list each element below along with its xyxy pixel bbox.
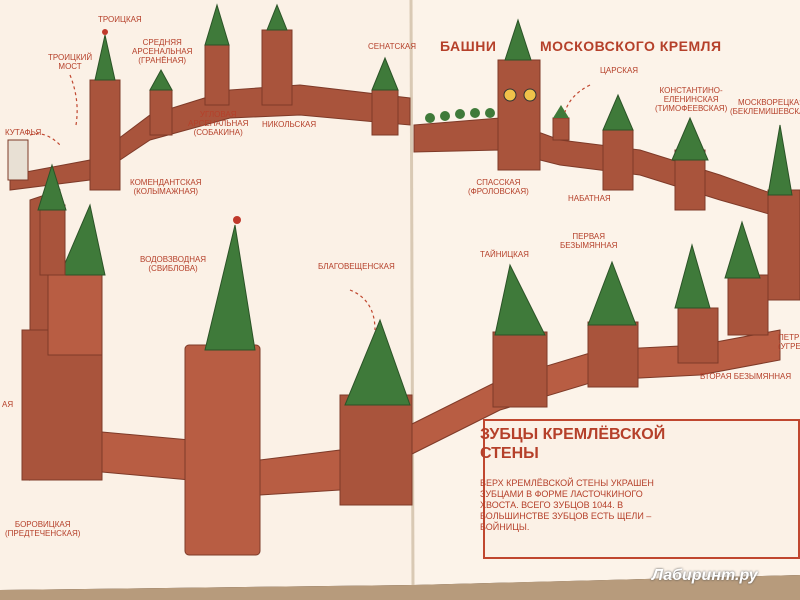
moskvoretskaya-tower [767, 124, 800, 301]
senatskaya-tower [371, 56, 399, 136]
label-kutafya: КУТАФЬЯ [5, 128, 42, 137]
petrovskaya-tower [724, 220, 769, 336]
info-box [483, 419, 800, 559]
nikolskaya-tower [261, 3, 293, 106]
page-title-part1: БАШНИ [440, 38, 497, 54]
label-pointers [29, 74, 591, 331]
label-konstantino-eleninskaya: КОНСТАНТИНО- ЕЛЕНИНСКАЯ (ТИМОФЕЕВСКАЯ) [655, 86, 728, 113]
spasskaya-tower [497, 18, 541, 171]
kutafya-tower [7, 139, 29, 181]
trees [425, 108, 495, 123]
nabatnaya-tower [671, 116, 709, 211]
taynitskaya-tower [492, 263, 548, 408]
label-borovitskaya: БОРОВИЦКАЯ (ПРЕДТЕЧЕНСКАЯ) [5, 520, 81, 538]
label-petrovskaya: ПЕТР (УГРЕ [778, 333, 800, 351]
pervaya-bezymyannaya-tower [587, 260, 639, 388]
label-senatskaya: СЕНАТСКАЯ [368, 42, 417, 51]
page-edge [0, 575, 800, 600]
label-taynitskaya: ТАЙНИЦКАЯ [480, 250, 529, 259]
komendantskaya-tower [37, 163, 67, 276]
label-srednyaya-arsenalnaya: СРЕДНЯЯ АРСЕНАЛЬНАЯ (ГРАНЁНАЯ) [132, 38, 193, 65]
watermark: Лабиринт.ру [652, 567, 758, 584]
label-vtoraya-bezymyannaya: ВТОРАЯ БЕЗЫМЯННАЯ [700, 372, 792, 381]
label-vodovzvodnaya: ВОДОВЗВОДНАЯ (СВИБЛОВА) [140, 255, 207, 273]
book-gutter [409, 0, 415, 586]
label-spasskaya: СПАССКАЯ (ФРОЛОВСКАЯ) [468, 178, 529, 196]
label-nikolskaya: НИКОЛЬСКАЯ [262, 120, 317, 129]
label-nabatnaya: НАБАТНАЯ [568, 194, 611, 203]
label-moskvoretskaya: МОСКВОРЕЦКАЯ (БЕКЛЕМИШЕВСКАЯ) [730, 98, 800, 116]
label-troitsky-most: ТРОИЦКИЙ МОСТ [48, 53, 93, 71]
label-partial-left: АЯ [2, 400, 14, 409]
vtoraya-bezymyannaya-tower [674, 243, 719, 364]
label-troitskaya: ТРОИЦКАЯ [98, 15, 142, 24]
label-komendantskaya: КОМЕНДАНТСКАЯ (КОЛЫМАЖНАЯ) [130, 178, 202, 196]
label-uglovaya-arsenalnaya: УГЛОВАЯ АРСЕНАЛЬНАЯ (СОБАКИНА) [188, 110, 249, 137]
info-box-title: ЗУБЦЫ КРЕМЛЁВСКОЙ СТЕНЫ [480, 426, 666, 462]
borovitskaya-tower [21, 203, 106, 481]
label-pervaya-bezymyannaya: ПЕРВАЯ БЕЗЫМЯННАЯ [560, 232, 618, 250]
blagoveshchenskaya-tower [339, 318, 413, 506]
tsarskaya-tower [552, 105, 570, 141]
uglovaya-arsenalnaya-tower [204, 3, 230, 106]
page-title-part2: МОСКОВСКОГО КРЕМЛЯ [540, 38, 722, 54]
info-box-text: ВЕРХ КРЕМЛЁВСКОЙ СТЕНЫ УКРАШЕН ЗУБЦАМИ В… [480, 478, 654, 532]
konstantino-eleninskaya-tower [602, 93, 634, 191]
vodovzvodnaya-tower [184, 216, 261, 556]
label-tsarskaya: ЦАРСКАЯ [600, 66, 639, 75]
label-blagoveshchenskaya: БЛАГОВЕЩЕНСКАЯ [318, 262, 395, 271]
srednyaya-arsenalnaya-tower [149, 68, 173, 136]
troitskaya-tower [89, 29, 121, 191]
